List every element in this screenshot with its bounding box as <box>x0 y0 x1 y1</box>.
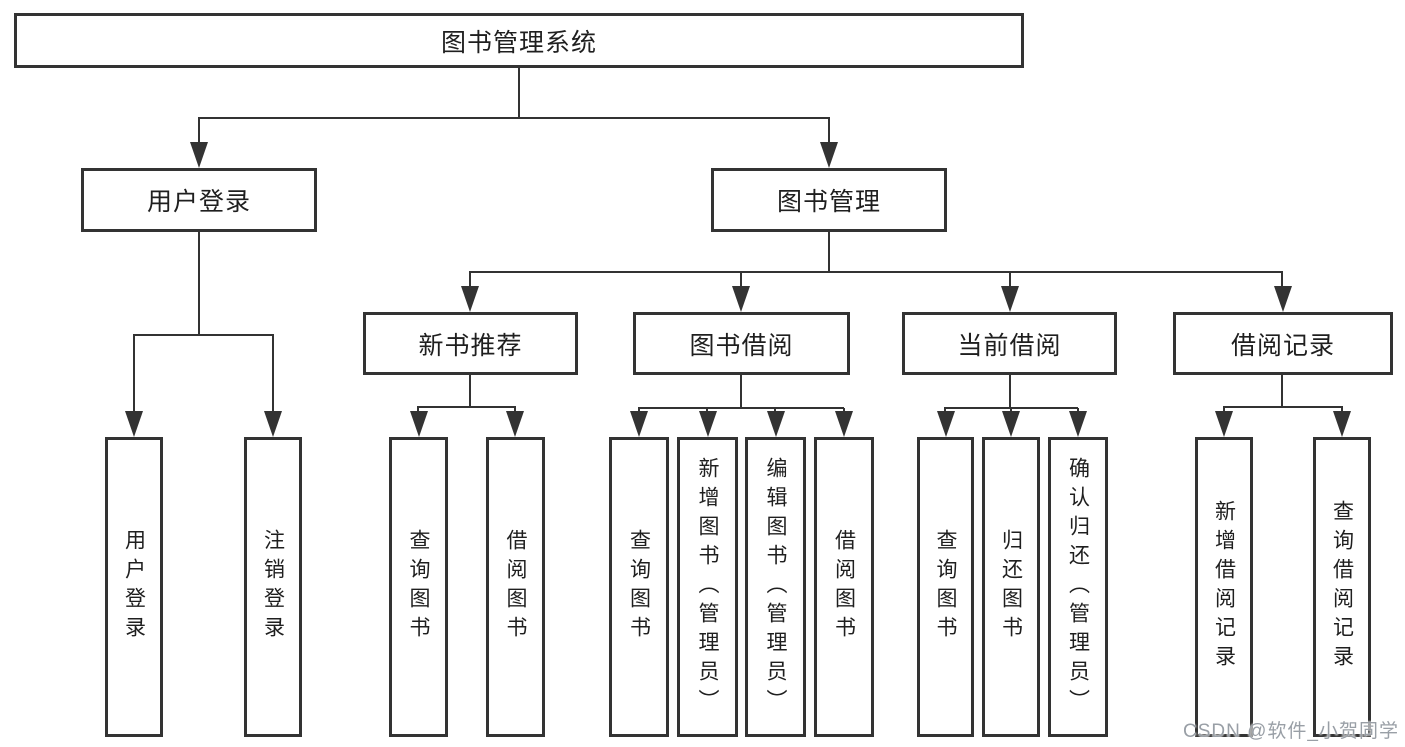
arrowhead-down <box>506 411 524 437</box>
leaf-cb-return-books: 归还图书 <box>982 437 1040 737</box>
node-root-label: 图书管理系统 <box>440 28 597 57</box>
connector-hline <box>198 117 830 119</box>
node-user-login-group-label: 用户登录 <box>146 188 251 216</box>
node-root: 图书管理系统 <box>14 13 1024 68</box>
connector-vline <box>828 118 830 146</box>
connector-vline <box>272 335 274 415</box>
node-user-login-group: 用户登录 <box>81 168 317 232</box>
connector-hline <box>1223 406 1343 408</box>
leaf-br-query-record: 查询借阅记录 <box>1313 437 1371 737</box>
node-book-borrowing: 图书借阅 <box>633 312 850 375</box>
connector-vline <box>828 232 830 272</box>
connector-vline <box>198 232 200 335</box>
leaf-user-login: 用户登录 <box>105 437 163 737</box>
arrowhead-down <box>1333 411 1351 437</box>
arrowhead-down <box>125 411 143 437</box>
arrowhead-down <box>937 411 955 437</box>
node-borrowing-records-label: 借阅记录 <box>1230 331 1335 360</box>
arrowhead-down <box>1001 286 1019 312</box>
arrowhead-down <box>1215 411 1233 437</box>
leaf-br-query-record-label: 查询借阅记录 <box>1330 500 1354 674</box>
node-book-borrowing-label: 图书借阅 <box>689 331 794 360</box>
leaf-br-add-record-label: 新增借阅记录 <box>1212 500 1236 674</box>
node-current-borrowing-label: 当前借阅 <box>957 331 1062 360</box>
leaf-cb-query-books: 查询图书 <box>917 437 974 737</box>
leaf-nb-borrow-books-label: 借阅图书 <box>504 529 527 645</box>
node-new-book-recommend-label: 新书推荐 <box>418 331 523 360</box>
arrowhead-down <box>767 411 785 437</box>
node-borrowing-records: 借阅记录 <box>1173 312 1393 375</box>
arrowhead-down <box>264 411 282 437</box>
connector-vline <box>133 335 135 415</box>
leaf-bb-add-books-label: 新增图书（管理员） <box>696 456 719 718</box>
arrowhead-down <box>1002 411 1020 437</box>
arrowhead-down <box>1274 286 1292 312</box>
connector-hline <box>417 406 516 408</box>
connector-vline <box>740 272 742 290</box>
leaf-bb-borrow-books-label: 借阅图书 <box>832 529 856 645</box>
leaf-bb-add-books: 新增图书（管理员） <box>677 437 738 737</box>
leaf-bb-edit-books: 编辑图书（管理员） <box>745 437 806 737</box>
leaf-cb-confirm-return-label: 确认归还（管理员） <box>1066 456 1090 718</box>
connector-vline <box>518 65 520 118</box>
leaf-bb-query-books-label: 查询图书 <box>627 529 651 645</box>
leaf-cb-confirm-return: 确认归还（管理员） <box>1048 437 1108 737</box>
leaf-nb-query-books: 查询图书 <box>389 437 448 737</box>
arrowhead-down <box>410 411 428 437</box>
arrowhead-down <box>461 286 479 312</box>
leaf-user-login-label: 用户登录 <box>122 529 146 645</box>
connector-vline <box>740 375 742 408</box>
watermark-text: CSDN @软件_小贺同学 <box>1183 721 1399 742</box>
leaf-logout: 注销登录 <box>244 437 302 737</box>
leaf-nb-borrow-books: 借阅图书 <box>486 437 545 737</box>
arrowhead-down <box>699 411 717 437</box>
leaf-bb-borrow-books: 借阅图书 <box>814 437 874 737</box>
connector-vline <box>1281 272 1283 290</box>
leaf-cb-query-books-label: 查询图书 <box>934 529 957 645</box>
leaf-bb-edit-books-label: 编辑图书（管理员） <box>764 456 787 718</box>
connector-vline <box>198 118 200 146</box>
arrowhead-down <box>732 286 750 312</box>
connector-vline <box>1009 375 1011 408</box>
connector-hline <box>469 271 1283 273</box>
leaf-cb-return-books-label: 归还图书 <box>999 529 1023 645</box>
node-new-book-recommend: 新书推荐 <box>363 312 578 375</box>
connector-vline <box>1281 375 1283 407</box>
connector-hline <box>133 334 274 336</box>
leaf-bb-query-books: 查询图书 <box>609 437 669 737</box>
arrowhead-down <box>630 411 648 437</box>
node-book-management-label: 图书管理 <box>776 188 881 216</box>
connector-vline <box>469 375 471 407</box>
leaf-logout-label: 注销登录 <box>261 529 285 645</box>
connector-hline <box>638 407 844 409</box>
connector-vline <box>469 272 471 290</box>
leaf-br-add-record: 新增借阅记录 <box>1195 437 1253 737</box>
node-book-management: 图书管理 <box>711 168 947 232</box>
arrowhead-down <box>190 142 208 168</box>
arrowhead-down <box>820 142 838 168</box>
arrowhead-down <box>835 411 853 437</box>
connector-vline <box>1009 272 1011 290</box>
node-current-borrowing: 当前借阅 <box>902 312 1117 375</box>
arrowhead-down <box>1069 411 1087 437</box>
leaf-nb-query-books-label: 查询图书 <box>407 529 430 645</box>
